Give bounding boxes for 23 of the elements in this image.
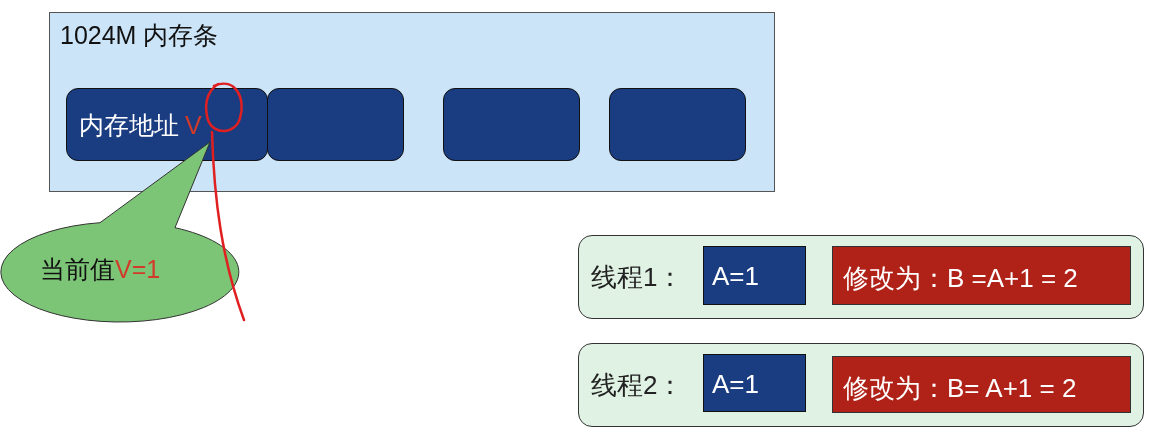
update-box	[832, 246, 1131, 305]
thread-panel	[578, 343, 1144, 427]
value-text: A=1	[712, 261, 759, 292]
value-text: A=1	[712, 369, 759, 400]
thread-label: 线程2：	[591, 369, 684, 402]
speech-bubble	[0, 140, 242, 324]
memory-cell	[609, 88, 746, 161]
address-label: 内存地址	[79, 111, 179, 139]
update-text: 修改为：B =A+1 = 2	[843, 262, 1078, 295]
value-box	[703, 354, 806, 412]
memory-cell	[267, 88, 404, 161]
memory-bar	[49, 12, 775, 192]
memory-cell	[66, 88, 268, 161]
thread-panel	[578, 235, 1144, 319]
bubble-text: 当前值	[40, 255, 115, 283]
value-box	[703, 246, 806, 305]
update-text: 修改为：B= A+1 = 2	[843, 372, 1077, 405]
value-marker: V	[185, 111, 202, 139]
memory-cell	[443, 88, 580, 161]
update-box	[832, 356, 1131, 413]
thread-label: 线程1：	[591, 261, 684, 294]
value-text: V=1	[115, 255, 161, 283]
bar-title: 1024M 内存条	[60, 20, 219, 51]
